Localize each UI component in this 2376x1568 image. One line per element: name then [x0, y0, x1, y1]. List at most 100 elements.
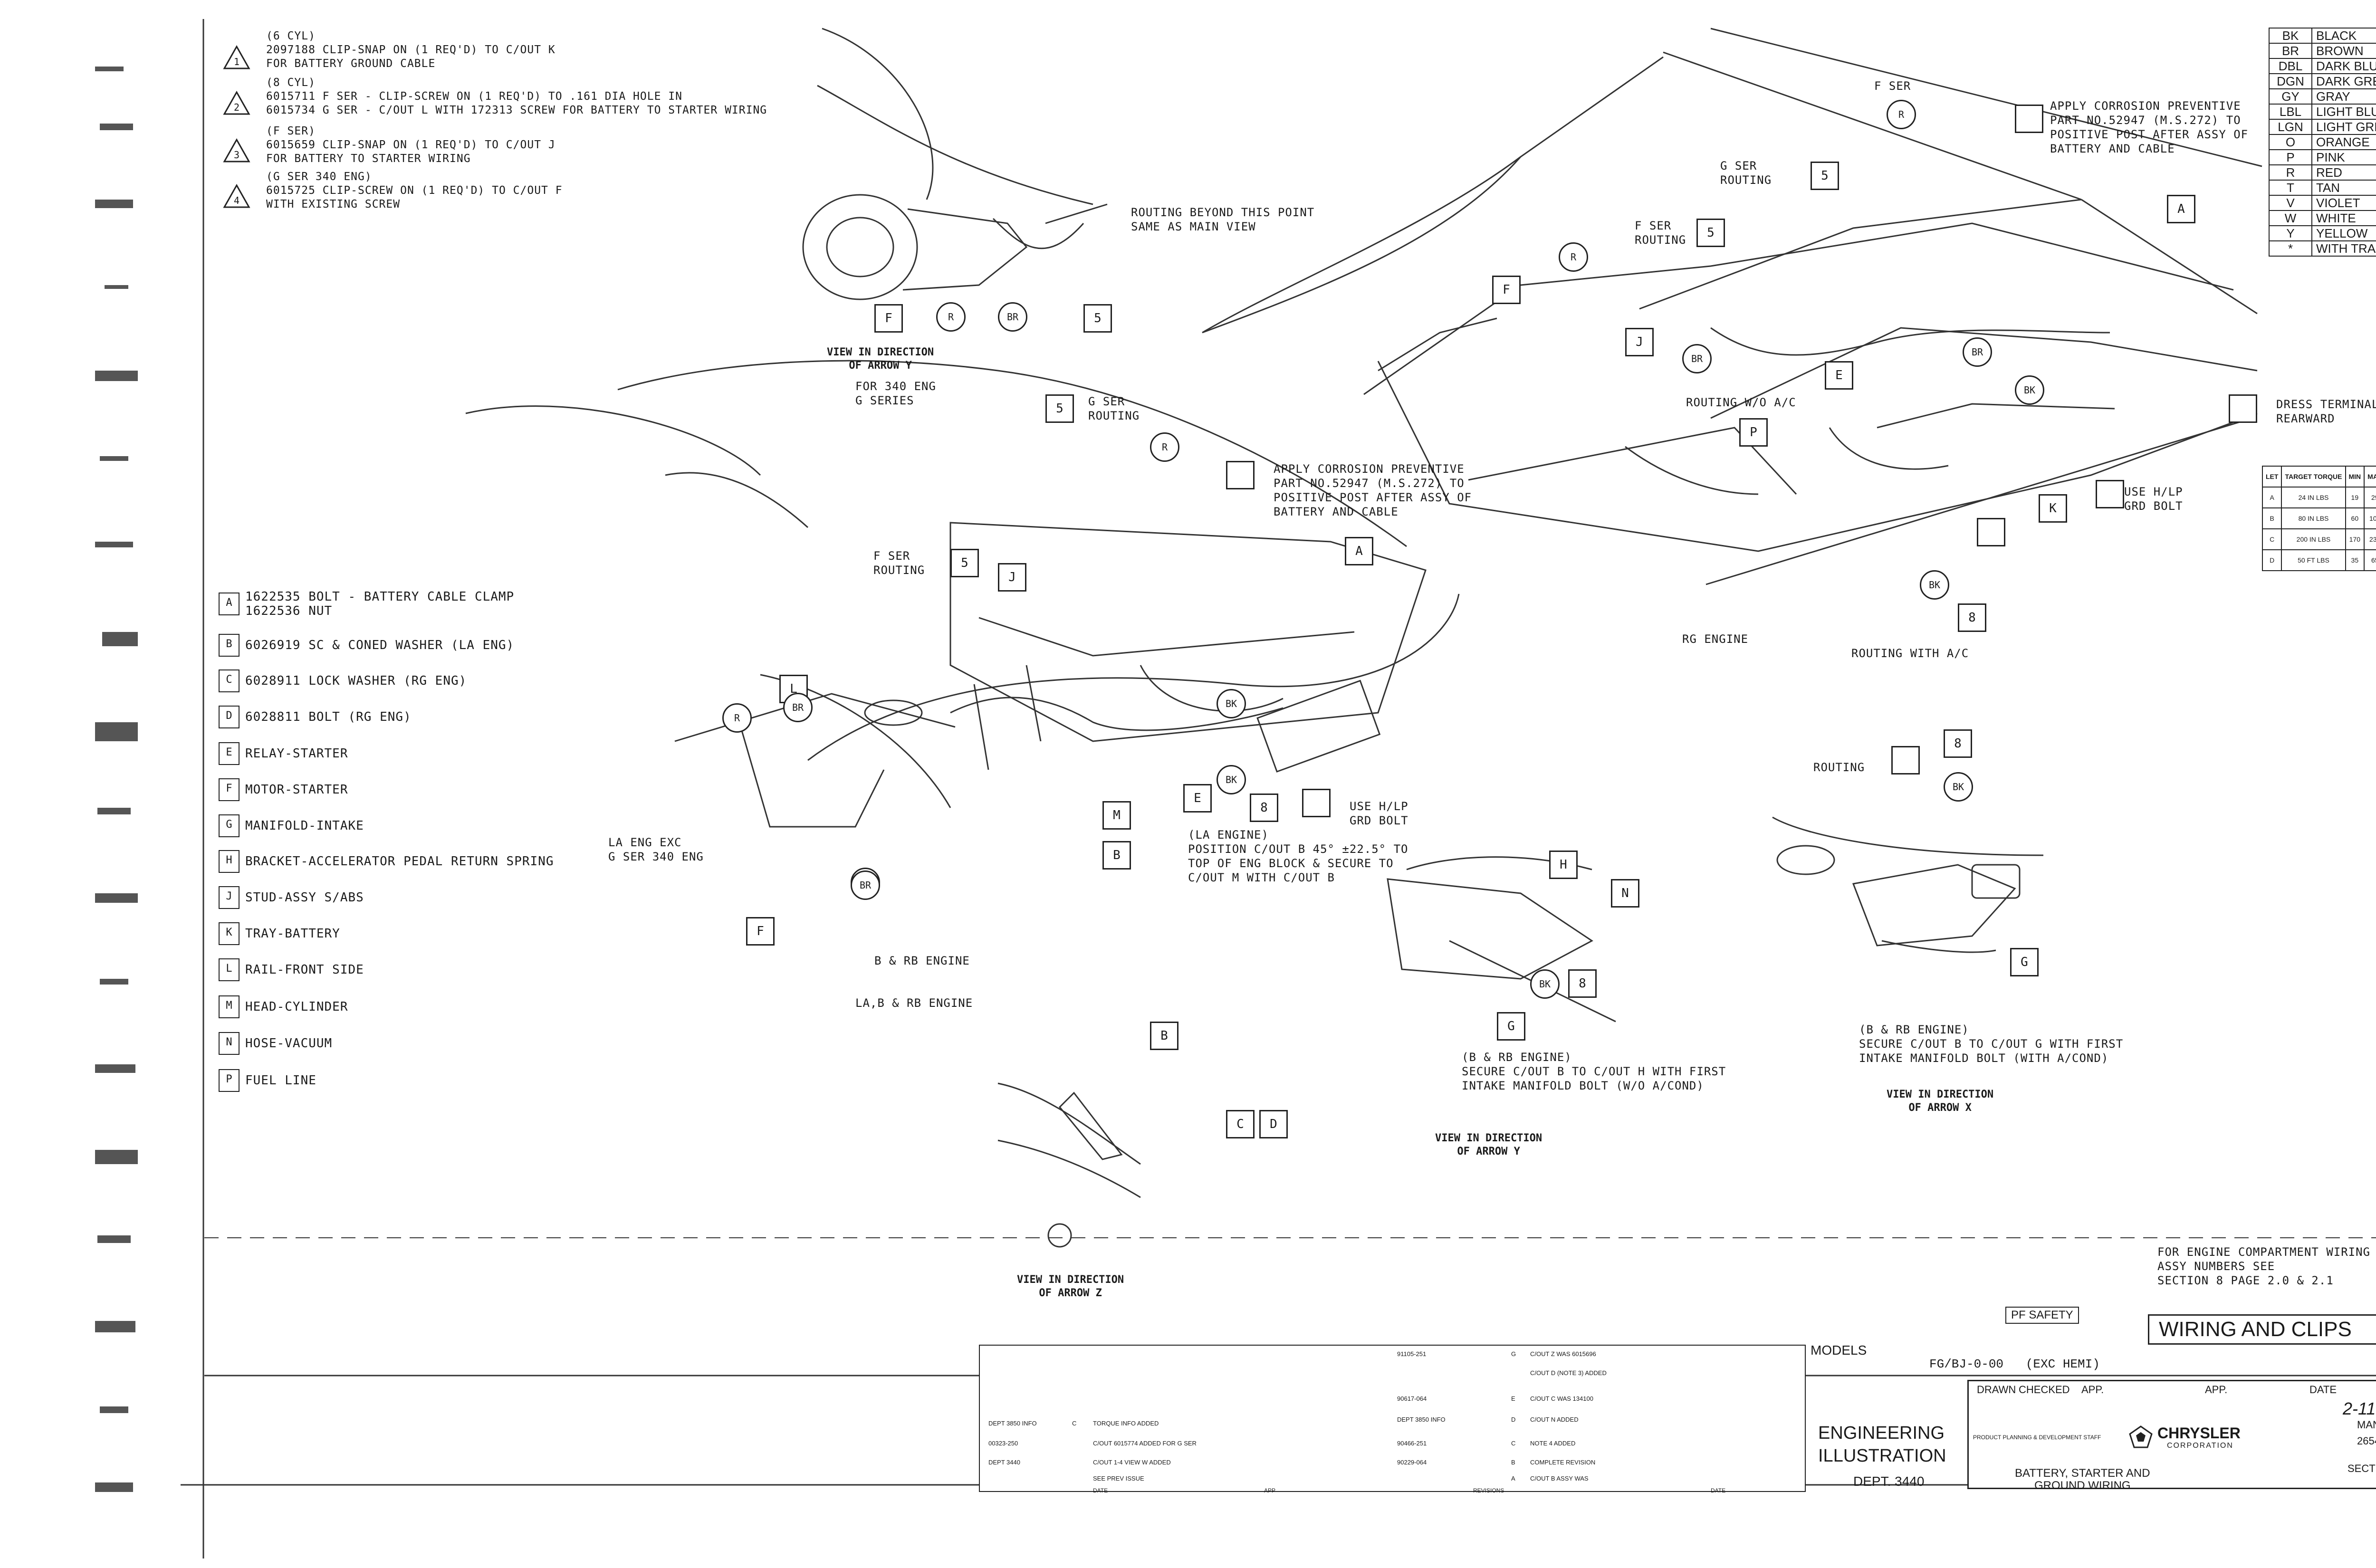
app-label: APP.: [2081, 1384, 2104, 1396]
rev-no: 00323-250: [988, 1440, 1018, 1447]
f-ser-label-right: F SER: [1874, 79, 1911, 93]
rev-no: 90229-064: [1397, 1459, 1427, 1466]
marker-8-right: 8: [1944, 729, 1972, 758]
marker-bk-mid: BK: [1217, 689, 1246, 718]
torque-row: B80 IN LBS60100—: [2261, 507, 2376, 529]
marker-r-left: R: [722, 703, 752, 733]
rev-text: NOTE 4 ADDED: [1530, 1440, 1576, 1447]
torque-row: A24 IN LBS1929—: [2261, 487, 2376, 508]
marker-br-right2: BR: [1963, 337, 1992, 367]
la-b-rb-engine-label: LA,B & RB ENGINE: [855, 996, 973, 1010]
marker-bk-right3: BK: [1920, 570, 1949, 600]
drawing-title: WIRING AND CLIPS: [2148, 1314, 2376, 1345]
rev-text: TORQUE INFO ADDED: [1093, 1420, 1159, 1427]
rev-text: C/OUT 1-4 VIEW W ADDED: [1093, 1459, 1171, 1466]
marker-5-g: 5: [1045, 394, 1074, 423]
marker-8-mid: 8: [1250, 794, 1278, 822]
apply-corrosion-right: APPLY CORROSION PREVENTIVE PART NO.52947…: [2050, 99, 2249, 155]
apply-corrosion-mid: APPLY CORROSION PREVENTIVE PART NO.52947…: [1274, 462, 1472, 518]
view-arrow-z-caption: VIEW IN DIRECTION OF ARROW Z: [1017, 1274, 1124, 1299]
routing-beyond-note: ROUTING BEYOND THIS POINT SAME AS MAIN V…: [1131, 206, 1315, 233]
marker-routing-box: [1891, 746, 1920, 774]
chrysler-logo-text: CHRYSLER: [2157, 1425, 2241, 1442]
marker-g-bot: G: [1497, 1012, 1525, 1041]
models-label: MODELS: [1811, 1343, 1867, 1358]
header-note-4: (G SER 340 ENG) 6015725 CLIP-SCREW ON (1…: [266, 171, 563, 210]
rev-footer: DATE: [1711, 1487, 1726, 1494]
date-value: 2-11-6: [2343, 1399, 2376, 1418]
rev-text: C/OUT 6015774 ADDED FOR G SER: [1093, 1440, 1197, 1447]
rev-footer: APP: [1264, 1487, 1276, 1494]
marker-r-right: R: [1887, 100, 1916, 129]
marker-b-mid: B: [1102, 841, 1131, 870]
marker-bk-bot: BK: [1530, 969, 1560, 999]
title-block-grid: [1967, 1380, 2376, 1489]
drawing-subtitle: BATTERY, STARTER AND GROUND WIRING: [2015, 1467, 2150, 1492]
date-label: DATE: [2309, 1384, 2337, 1396]
marker-a-right: A: [2167, 195, 2195, 223]
scan-edge: [95, 19, 204, 1558]
marker-e-right: E: [1825, 361, 1853, 390]
la-engine-note: (LA ENGINE) POSITION C/OUT B 45° ±22.5° …: [1188, 828, 1408, 884]
marker-br-top: BR: [998, 302, 1027, 332]
rev-let: C: [1072, 1420, 1077, 1427]
rev-no: 90617-064: [1397, 1395, 1427, 1402]
view-arrow-x-caption: VIEW IN DIRECTION OF ARROW X: [1887, 1089, 1994, 1114]
marker-g-right: G: [2010, 948, 2039, 976]
use-hlp-right: USE H/LP GRD BOLT: [2124, 485, 2183, 513]
legend-item-a: A 1622535 BOLT - BATTERY CABLE CLAMP 162…: [219, 590, 514, 618]
marker-blank-right2: [2229, 394, 2257, 423]
marker-f-left: F: [746, 917, 775, 946]
marker-bk-right2: BK: [2015, 375, 2044, 405]
b-rb-secure-h-note: (B & RB ENGINE) SECURE C/OUT B TO C/OUT …: [1462, 1051, 1726, 1092]
rev-let: E: [1511, 1395, 1515, 1402]
marker-5-right2: 5: [1696, 219, 1725, 247]
rev-no: DEPT 3850 INFO: [988, 1420, 1037, 1427]
marker-5-f: 5: [950, 549, 979, 577]
view-arrow-y-top-caption: VIEW IN DIRECTION OF ARROW Y: [827, 346, 934, 372]
marker-h-bot: H: [1549, 851, 1578, 879]
note-triangle-1: 1: [222, 45, 251, 70]
pentastar-icon: [2129, 1425, 2153, 1448]
app-label-2: APP.: [2205, 1384, 2228, 1396]
marker-f-top: F: [874, 304, 903, 333]
marker-r-top: R: [936, 302, 966, 332]
legend-key: A: [219, 593, 240, 615]
marker-blank-mid2: [1302, 789, 1331, 817]
use-hlp-mid: USE H/LP GRD BOLT: [1350, 800, 1408, 827]
rev-let: D: [1511, 1416, 1516, 1423]
rev-text: C/OUT B ASSY WAS: [1530, 1475, 1589, 1482]
b-rb-secure-g-note: (B & RB ENGINE) SECURE C/OUT B TO C/OUT …: [1859, 1023, 2124, 1065]
rev-let: G: [1511, 1350, 1516, 1358]
marker-5-right: 5: [1811, 162, 1839, 190]
color-row: *WITH TRACER: [2269, 240, 2376, 257]
marker-r-mid: R: [1150, 432, 1179, 462]
marker-b-z: B: [1150, 1022, 1178, 1050]
manual-no-label: MANUAL NO: [2357, 1419, 2376, 1431]
note-triangle-2: 2: [222, 90, 251, 116]
rev-no: DEPT 3440: [988, 1459, 1020, 1466]
pp-staff-label: PRODUCT PLANNING & DEVELOPMENT STAFF: [1973, 1434, 2101, 1441]
rev-footer: DATE: [1093, 1487, 1108, 1494]
marker-k-right: K: [2039, 494, 2067, 523]
note-triangle-4: 4: [222, 183, 251, 209]
